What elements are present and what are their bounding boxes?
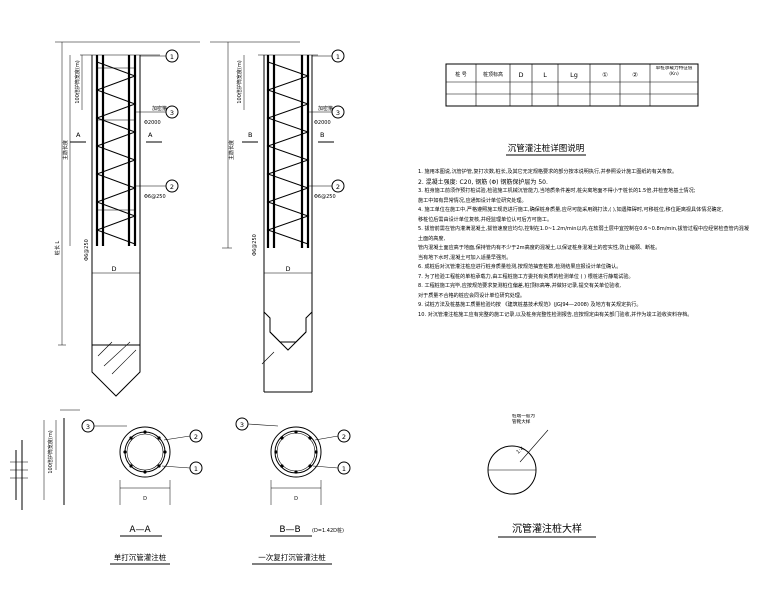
detail-label: 桩端一般为 管靴大样	[512, 414, 535, 425]
table-header-l: L	[543, 71, 547, 79]
pile-b-cut-right: B	[320, 131, 324, 139]
section-a-callout-1: 1	[189, 461, 203, 475]
note-line: 5. 拔管前需在管内灌满混凝土,拔管速度应均匀,控制在1.0~1.2m/min以…	[418, 226, 749, 242]
pile-a-callout-1: 1	[165, 49, 179, 63]
notes-title: 沉管灌注桩详图说明	[508, 143, 585, 154]
pile-head-dim: 100倍护筒宽度(m)	[47, 430, 54, 473]
pile-b-stirrup: Φ6@250	[314, 194, 336, 200]
svg-text:2: 2	[170, 183, 174, 191]
section-b-callout-1: 1	[337, 461, 351, 475]
detail-title: 沉管灌注桩大样	[512, 522, 582, 535]
caption-single-drive: 单打沉管灌注桩	[114, 552, 167, 562]
pile-a-pile-len: 桩长 L	[54, 241, 61, 256]
pile-a-cut-left: A	[76, 131, 81, 139]
notes-list: 1. 施用本图说,沉管护管,复打次数,桩长,及其它无定规格要求的部分按本说明执行…	[418, 168, 754, 320]
note-line: 7. 为了检验工程桩的单桩承载力,由工程桩施工方委托有资质的检测单位 ( ) 根…	[418, 273, 634, 280]
section-b-callout-2: 2	[337, 429, 351, 443]
pile-b-elevation: D 100倍护筒宽度(m) 主筋长度 Φ6@250 B B 加密箍 Φ2000 …	[210, 41, 345, 393]
note-line: 6. 成桩后对沉管灌注桩应进行桩身质量检测,按规范抽查桩数,检测结果应报设计单位…	[418, 264, 622, 270]
note-line: 10. 对沉管灌注桩施工应有完整的施工记录,以及桩身完整性检测报告,应按规定由有…	[418, 311, 693, 318]
table-header-pile-no: 桩 号	[455, 71, 467, 78]
pile-schedule-table: 桩 号 桩顶标高 D L Lg ① ② 单桩承载力特征值 (Kn)	[445, 63, 699, 107]
section-a-d-label: D	[143, 496, 147, 502]
pile-b-cut-left: B	[248, 131, 252, 139]
svg-text:2: 2	[342, 433, 346, 441]
pile-b-stirrup-v: Φ6@250	[252, 234, 258, 256]
svg-text:1: 1	[170, 53, 174, 61]
table-header-bar1: ①	[602, 71, 608, 79]
pile-b-callout-3: 3	[331, 105, 345, 119]
svg-text:3: 3	[240, 421, 244, 429]
svg-text:3: 3	[170, 109, 174, 117]
section-b-subtitle: (D=1.42D桩)	[312, 527, 344, 534]
section-b: 3 2 1 D B—B (D=1.42D桩)	[235, 417, 351, 537]
pile-a-callout-3: 3	[165, 105, 179, 119]
pile-head-detail: 100倍护筒宽度(m)	[10, 409, 80, 510]
svg-text:1: 1	[342, 465, 346, 473]
pile-a-elevation: D 100倍护筒宽度(m) 主筋长度 桩长 L Φ6@250 A A 加密箍 Φ…	[54, 41, 200, 397]
note-line: 1. 施用本图说,沉管护管,复打次数,桩长,及其它无定规格要求的部分按本说明执行…	[418, 169, 678, 175]
svg-text:2: 2	[336, 183, 340, 191]
pile-b-spiral-label: 加密箍	[318, 105, 333, 112]
note-line: 施工中如有异常情况,应通知设计单位研究处理。	[418, 197, 527, 204]
pile-a-main-len: 主筋长度	[62, 140, 69, 160]
pile-b-main-bar: Φ2000	[314, 120, 331, 126]
pile-a-cut-right: A	[148, 131, 153, 139]
pile-a-stirrup-v: Φ6@250	[84, 239, 90, 261]
section-a-title: A—A	[129, 525, 151, 535]
pile-b-callout-2: 2	[331, 179, 345, 193]
note-line: 当有地下水时,混凝土可加入适量早强剂。	[418, 254, 512, 261]
pile-a-stirrup: Φ6@250	[144, 194, 166, 200]
pile-a-main-bar: Φ2000	[144, 120, 161, 126]
note-line: 2. 混凝土强度: C20, 钢筋 (Φ) 钢筋保护层为 50.	[418, 178, 548, 186]
svg-text:3: 3	[86, 423, 90, 431]
pile-a-d-label: D	[111, 265, 116, 273]
note-line: 管内混凝土面应高于地面,保持管内有不少于2m高度的混凝土,以保证桩身混凝土的密实…	[418, 245, 661, 251]
caption-re-drive: 一次复打沉管灌注桩	[258, 552, 326, 562]
pile-b-d-label: D	[285, 265, 290, 273]
note-line: 对于质量不合格的桩应会同设计单位研究处理。	[418, 292, 525, 299]
table-header-lg: Lg	[570, 71, 578, 79]
shoe-detail: 桩端一般为 管靴大样 1:4 沉管灌注桩大样	[487, 414, 596, 538]
note-line: 8. 工程桩施工完毕,应按规范要求复测桩位偏差,桩顶标高等,并做好记录,提交有关…	[418, 283, 622, 289]
pile-b-callout-1: 1	[331, 49, 345, 63]
note-line: 3. 桩身施工前须作预打桩试验,检验施工机械沉管能力,当地质条件差时,桩尖离地面…	[418, 188, 696, 194]
pile-a-spiral-label: 加密箍	[152, 105, 167, 112]
svg-text:3: 3	[336, 109, 340, 117]
section-a-callout-3: 3	[81, 419, 95, 433]
section-b-d-label: D	[294, 496, 298, 502]
table-header-bar2: ②	[632, 71, 638, 79]
table-header-top-elev: 桩顶标高	[483, 71, 503, 78]
section-a-callout-2: 2	[189, 429, 203, 443]
svg-text:2: 2	[194, 433, 198, 441]
pile-a-callout-2: 2	[165, 179, 179, 193]
pile-a-top-dim: 100倍护筒宽度(m)	[74, 60, 81, 103]
section-a: 3 2 1 D A—A	[81, 419, 203, 537]
note-line: 9. 试桩方法及桩基施工质量检验均按 《建筑桩基技术规范》(JGJ94—2008…	[418, 302, 642, 308]
detail-scale: 1:4	[515, 446, 525, 456]
section-b-title: B—B	[279, 525, 300, 535]
pile-b-main-len: 主筋长度	[228, 140, 235, 160]
section-b-callout-3: 3	[235, 417, 249, 431]
note-line: 4. 施工单位在施工中,严格遵照施工规范进行施工,确保桩身质量,应尽可能采用跳打…	[418, 207, 724, 213]
pile-b-top-dim: 100倍护筒宽度(m)	[236, 60, 243, 103]
table-header-d: D	[518, 71, 523, 79]
table-header-capacity: 单桩承载力特征值 (Kn)	[655, 66, 693, 77]
svg-text:1: 1	[194, 465, 198, 473]
svg-text:1: 1	[336, 53, 340, 61]
note-line: 移桩位后需由设计单位复核,并经监理单位认可后方可施工。	[418, 216, 553, 223]
